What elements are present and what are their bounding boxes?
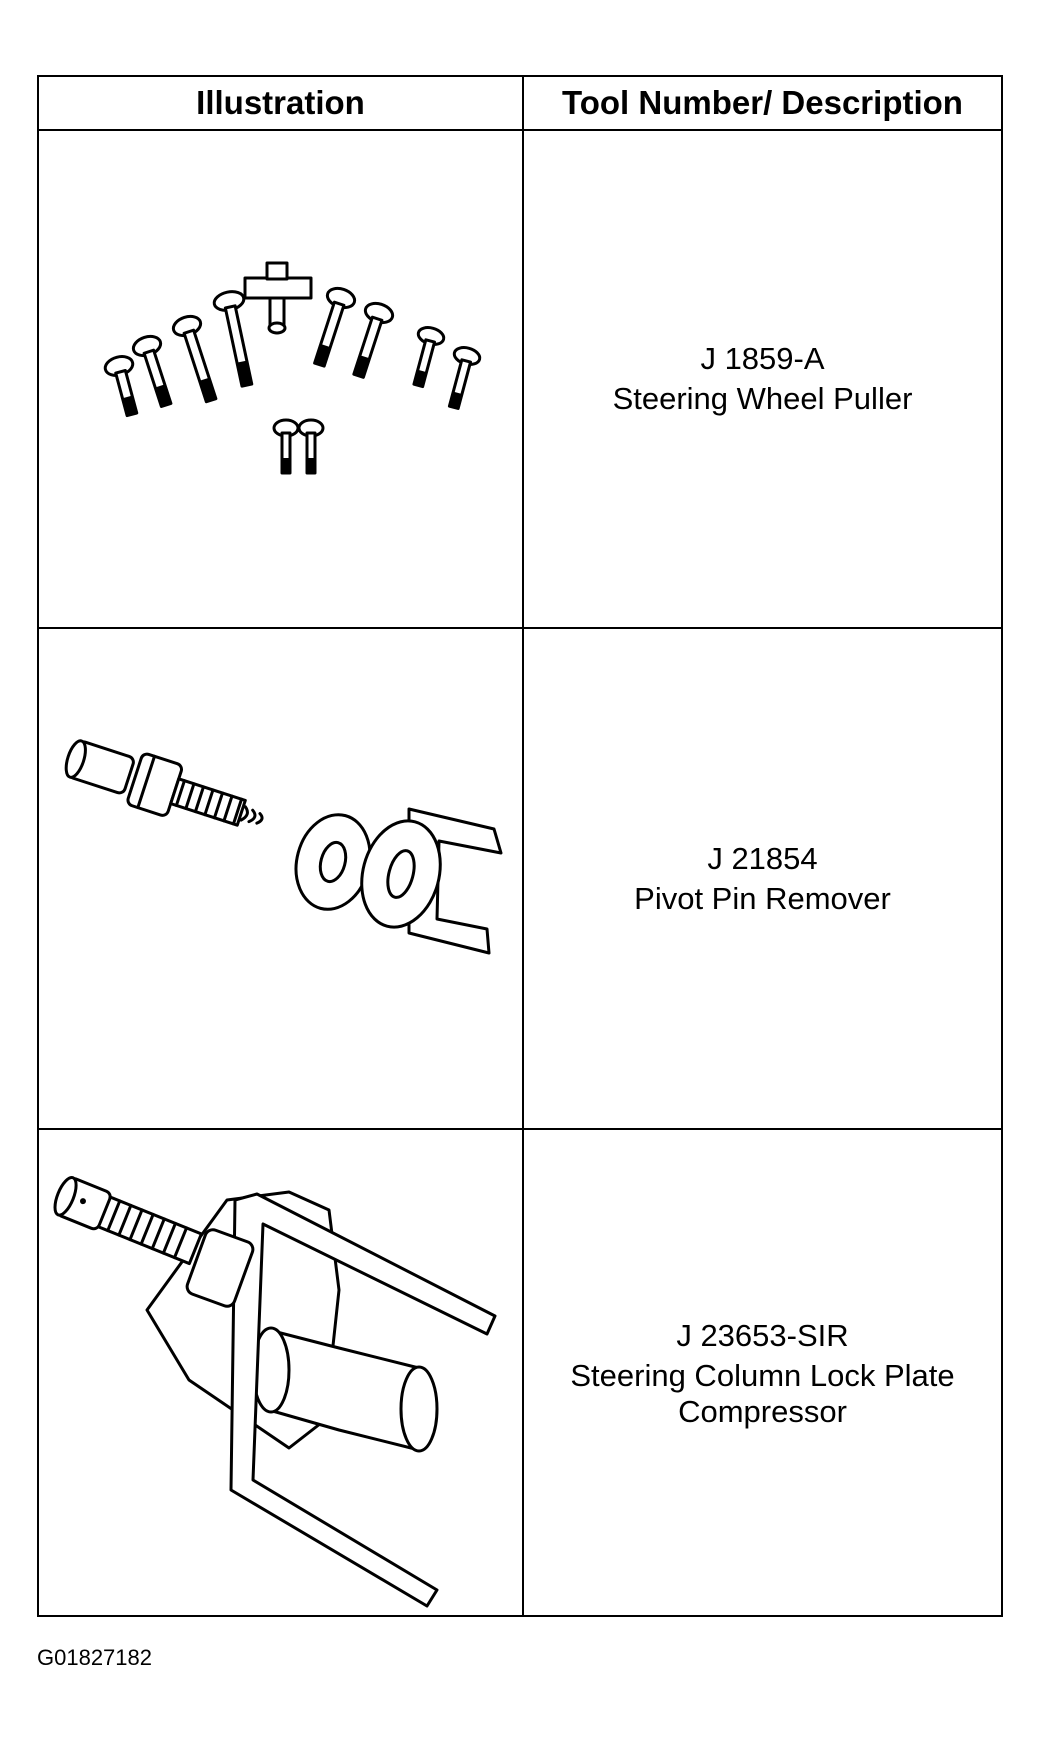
row-divider: [39, 1128, 1001, 1130]
illustration-cell: [39, 131, 522, 627]
pivot-pin-remover-icon: [64, 739, 503, 955]
header-illustration: Illustration: [196, 84, 365, 121]
description-cell: J 1859-A Steering Wheel Puller: [524, 131, 1001, 627]
tool-description-line-2: Compressor: [678, 1393, 847, 1429]
tool-description: Steering Column Lock Plate: [570, 1357, 955, 1393]
header-description: Tool Number/ Description: [562, 84, 963, 121]
illustration-cell: [39, 629, 522, 1128]
lock-plate-compressor-icon: [53, 1176, 497, 1608]
tool-number: J 21854: [707, 840, 818, 876]
tool-number: J 23653-SIR: [676, 1317, 849, 1353]
figure-id: G01827182: [37, 1645, 152, 1670]
description-cell: J 23653-SIR Steering Column Lock Plate C…: [524, 1130, 1001, 1617]
tool-description: Pivot Pin Remover: [634, 880, 891, 916]
steering-wheel-puller-icon: [103, 261, 482, 475]
description-cell: J 21854 Pivot Pin Remover: [524, 629, 1001, 1128]
column-divider: [522, 77, 524, 1615]
tool-table: Illustration Tool Number/ Description: [37, 75, 1003, 1617]
tool-number: J 1859-A: [700, 341, 825, 376]
row-divider: [39, 627, 1001, 629]
header-divider: [39, 129, 1001, 131]
illustration-cell: [39, 1130, 522, 1617]
tool-description: Steering Wheel Puller: [612, 381, 913, 416]
